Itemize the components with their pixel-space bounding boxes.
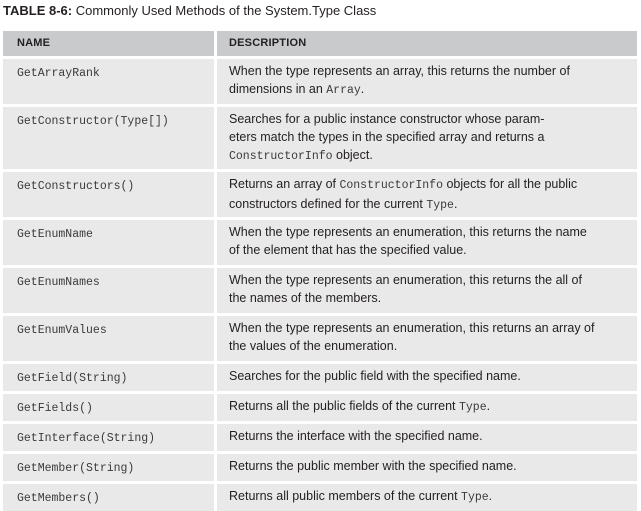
- desc-text: Searches for the public field with the s…: [229, 369, 521, 383]
- desc-text: .: [453, 197, 458, 211]
- desc-text: .: [360, 82, 365, 96]
- desc-text: When the type represents an enumeration,…: [229, 273, 582, 287]
- method-name: GetConstructors(): [3, 172, 214, 217]
- method-description: Searches for a public instance construct…: [217, 107, 637, 169]
- desc-text: of the element that has the specified va…: [229, 243, 467, 257]
- table-title: Commonly Used Methods of the System.Type…: [75, 3, 377, 18]
- header-description: DESCRIPTION: [217, 31, 637, 56]
- method-name: GetEnumNames: [3, 268, 214, 313]
- desc-text: .: [486, 399, 491, 413]
- desc-text: the values of the enumeration.: [229, 339, 398, 353]
- table-caption: TABLE 8-6: Commonly Used Methods of the …: [3, 3, 376, 19]
- method-name: GetField(String): [3, 364, 214, 391]
- code-text: Type: [461, 491, 489, 504]
- method-description: Returns all public members of the curren…: [217, 484, 637, 511]
- desc-text: eters match the types in the specified a…: [229, 130, 545, 144]
- desc-text: Returns the interface with the specified…: [229, 429, 483, 443]
- method-description: When the type represents an enumeration,…: [217, 220, 637, 265]
- code-text: Type: [426, 199, 454, 212]
- desc-text: Returns all public members of the curren…: [229, 489, 462, 503]
- method-description: Searches for the public field with the s…: [217, 364, 637, 391]
- table-number: TABLE 8-6:: [3, 3, 73, 18]
- desc-text: When the type represents an array, this …: [229, 64, 570, 78]
- header-name: NAME: [3, 31, 214, 56]
- code-text: Array: [326, 84, 361, 97]
- desc-text: Returns an array of: [229, 177, 340, 191]
- method-description: When the type represents an enumeration,…: [217, 316, 637, 361]
- desc-text: Returns the public member with the speci…: [229, 459, 517, 473]
- methods-table: NAME DESCRIPTION GetArrayRank When the t…: [3, 31, 637, 511]
- desc-text: When the type represents an enumeration,…: [229, 321, 595, 335]
- code-text: ConstructorInfo: [229, 150, 333, 163]
- desc-text: When the type represents an enumeration,…: [229, 225, 587, 239]
- method-description: Returns the public member with the speci…: [217, 454, 637, 481]
- method-name: GetMembers(): [3, 484, 214, 511]
- desc-text: dimensions in an: [229, 82, 327, 96]
- method-description: When the type represents an array, this …: [217, 59, 637, 104]
- desc-text: object.: [332, 148, 373, 162]
- desc-text: .: [488, 489, 493, 503]
- method-name: GetEnumValues: [3, 316, 214, 361]
- method-name: GetConstructor(Type[]): [3, 107, 214, 169]
- desc-text: Searches for a public instance construct…: [229, 112, 545, 126]
- method-description: Returns all the public fields of the cur…: [217, 394, 637, 421]
- method-description: When the type represents an enumeration,…: [217, 268, 637, 313]
- method-description: Returns the interface with the specified…: [217, 424, 637, 451]
- desc-text: the names of the members.: [229, 291, 382, 305]
- method-name: GetEnumName: [3, 220, 214, 265]
- desc-text: constructors defined for the current: [229, 197, 427, 211]
- code-text: Type: [458, 401, 487, 414]
- desc-text: objects for all the public: [443, 177, 578, 191]
- desc-text: Returns all the public fields of the cur…: [229, 399, 459, 413]
- method-name: GetMember(String): [3, 454, 214, 481]
- method-name: GetFields(): [3, 394, 214, 421]
- method-name: GetInterface(String): [3, 424, 214, 451]
- method-description: Returns an array of ConstructorInfo obje…: [217, 172, 637, 217]
- method-name: GetArrayRank: [3, 59, 214, 104]
- code-text: ConstructorInfo: [339, 179, 443, 192]
